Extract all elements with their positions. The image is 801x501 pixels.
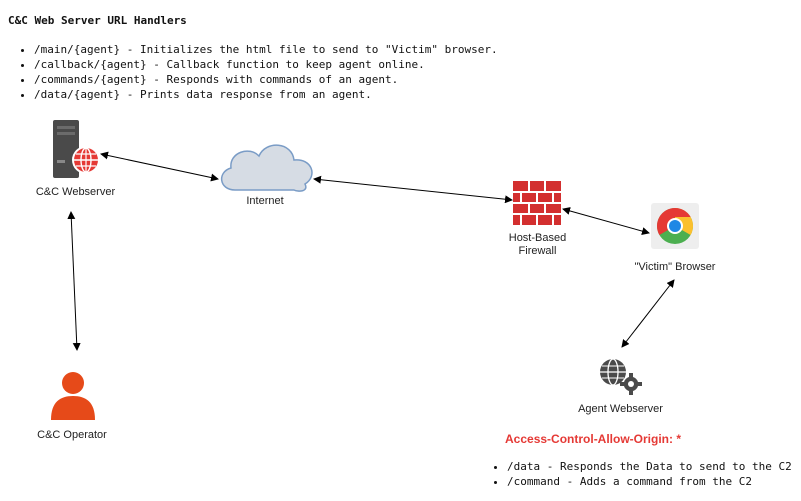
handler-item-data: /data/{agent} - Prints data response fro… (34, 87, 498, 102)
endpoint-item-data: /data - Responds the Data to send to the… (507, 459, 792, 474)
diagram-title: C&C Web Server URL Handlers (8, 14, 187, 27)
globe-gear-icon (600, 358, 642, 395)
firewall-label-line2: Firewall (518, 245, 557, 257)
firewall-icon (513, 181, 561, 225)
victim-browser-label: "Victim" Browser (634, 261, 716, 273)
chrome-browser-icon (651, 203, 699, 249)
endpoint-item-command: /command - Adds a command from the C2 (507, 474, 792, 489)
handler-item-callback: /callback/{agent} - Callback function to… (34, 57, 498, 72)
url-handler-list: /main/{agent} - Initializes the html fil… (18, 42, 498, 102)
server-icon (53, 120, 100, 178)
firewall-label-line1: Host-Based (508, 232, 567, 244)
cc-operator-label: C&C Operator (37, 429, 107, 441)
cc-webserver-label: C&C Webserver (35, 186, 116, 198)
cloud-icon (221, 144, 313, 192)
connector-browser-agent (621, 279, 675, 348)
connector-firewall-browser (562, 207, 650, 235)
handler-item-main: /main/{agent} - Initializes the html fil… (34, 42, 498, 57)
internet-label: Internet (246, 195, 284, 207)
agent-webserver-label: Agent Webserver (578, 403, 663, 415)
connector-internet-firewall (313, 175, 513, 204)
connector-webserver-internet (100, 151, 219, 182)
connector-webserver-operator (67, 211, 81, 351)
cors-header-label: Access-Control-Allow-Origin: * (505, 432, 682, 446)
agent-endpoint-list: /data - Responds the Data to send to the… (491, 459, 792, 489)
person-icon (51, 372, 95, 420)
handler-item-commands: /commands/{agent} - Responds with comman… (34, 72, 498, 87)
